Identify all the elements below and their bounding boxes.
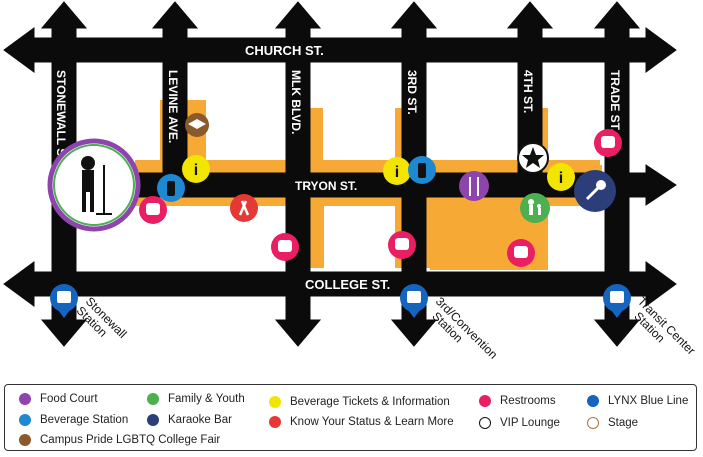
festival-map: CHURCH ST. TRYON ST. COLLEGE ST. STONEWA…	[3, 1, 698, 362]
legend-item-restrooms: Restrooms	[479, 395, 556, 407]
star-icon[interactable]	[517, 142, 549, 174]
toilet-icon[interactable]	[594, 129, 622, 157]
legend-label: Karaoke Bar	[168, 414, 232, 426]
train-icon	[587, 395, 599, 407]
family-icon	[147, 393, 159, 405]
legend-label: Beverage Station	[40, 414, 129, 426]
legend-item-lynx-blue-line: LYNX Blue Line	[587, 395, 688, 407]
microphone-icon	[147, 414, 159, 426]
legend-label: Know Your Status & Learn More	[290, 416, 454, 428]
train-icon[interactable]	[400, 284, 428, 318]
stage-icon[interactable]	[47, 138, 141, 232]
train-icon[interactable]	[50, 284, 78, 318]
station-label-transit: Transit Center Station	[631, 294, 698, 357]
street-label-trade: TRADE ST.	[608, 70, 622, 132]
map-legend: Food Court Beverage Station Campus Pride…	[4, 384, 697, 451]
legend-item-food-court: Food Court	[19, 393, 98, 405]
street-label-mlk: MLK BLVD.	[289, 70, 303, 134]
street-label-tryon: TRYON ST.	[295, 179, 357, 193]
graduation-cap-icon[interactable]	[185, 113, 209, 137]
svg-text:i: i	[559, 170, 563, 187]
street-label-college: COLLEGE ST.	[305, 277, 390, 292]
info-icon[interactable]: i	[547, 163, 575, 191]
toilet-icon[interactable]	[388, 231, 416, 259]
legend-item-stage: Stage	[587, 417, 638, 429]
legend-item-karaoke-bar: Karaoke Bar	[147, 414, 232, 426]
streets	[3, 1, 677, 347]
star-icon	[479, 417, 491, 429]
legend-label: Family & Youth	[168, 393, 245, 405]
bottle-icon[interactable]	[408, 156, 436, 184]
legend-label: Restrooms	[500, 395, 556, 407]
legend-item-family-youth: Family & Youth	[147, 393, 245, 405]
fork-knife-icon	[19, 393, 31, 405]
legend-label: VIP Lounge	[500, 417, 560, 429]
info-icon[interactable]: i	[182, 155, 210, 183]
street-label-levine: LEVINE AVE.	[166, 70, 180, 143]
toilet-icon[interactable]	[271, 233, 299, 261]
legend-item-campus-pride: Campus Pride LGBTQ College Fair	[19, 434, 220, 446]
street-label-third: 3RD ST.	[405, 70, 419, 115]
street-label-fourth: 4TH ST.	[521, 70, 535, 113]
info-icon[interactable]: i	[383, 157, 411, 185]
legend-label: Stage	[608, 417, 639, 429]
toilet-icon	[479, 395, 491, 407]
legend-item-know-your-status: Know Your Status & Learn More	[269, 416, 454, 428]
graduation-cap-icon	[19, 434, 31, 446]
svg-text:i: i	[194, 162, 198, 179]
fork-knife-icon[interactable]	[459, 171, 489, 201]
bottle-icon	[19, 414, 31, 426]
svg-text:i: i	[395, 164, 399, 181]
legend-label: Campus Pride LGBTQ College Fair	[40, 434, 221, 446]
train-icon[interactable]	[603, 284, 631, 318]
stage-icon	[587, 417, 599, 429]
station-label-convention: 3rd/Convention Station	[429, 294, 500, 361]
ribbon-icon[interactable]	[230, 194, 258, 222]
legend-item-beverage-tickets: Beverage Tickets & Information	[269, 396, 450, 408]
legend-label: Beverage Tickets & Information	[290, 396, 450, 408]
bottle-icon[interactable]	[157, 174, 185, 202]
legend-label: Food Court	[40, 393, 98, 405]
info-icon	[269, 396, 281, 408]
legend-label: LYNX Blue Line	[608, 395, 689, 407]
toilet-icon[interactable]	[507, 239, 535, 267]
toilet-icon[interactable]	[139, 196, 167, 224]
ribbon-icon	[269, 416, 281, 428]
street-label-church: CHURCH ST.	[245, 43, 324, 58]
microphone-icon[interactable]	[574, 170, 616, 212]
family-icon[interactable]	[520, 193, 550, 223]
street-label-stonewall: STONEWALL ST.	[54, 70, 68, 166]
legend-item-vip-lounge: VIP Lounge	[479, 417, 560, 429]
legend-item-beverage-station: Beverage Station	[19, 414, 128, 426]
